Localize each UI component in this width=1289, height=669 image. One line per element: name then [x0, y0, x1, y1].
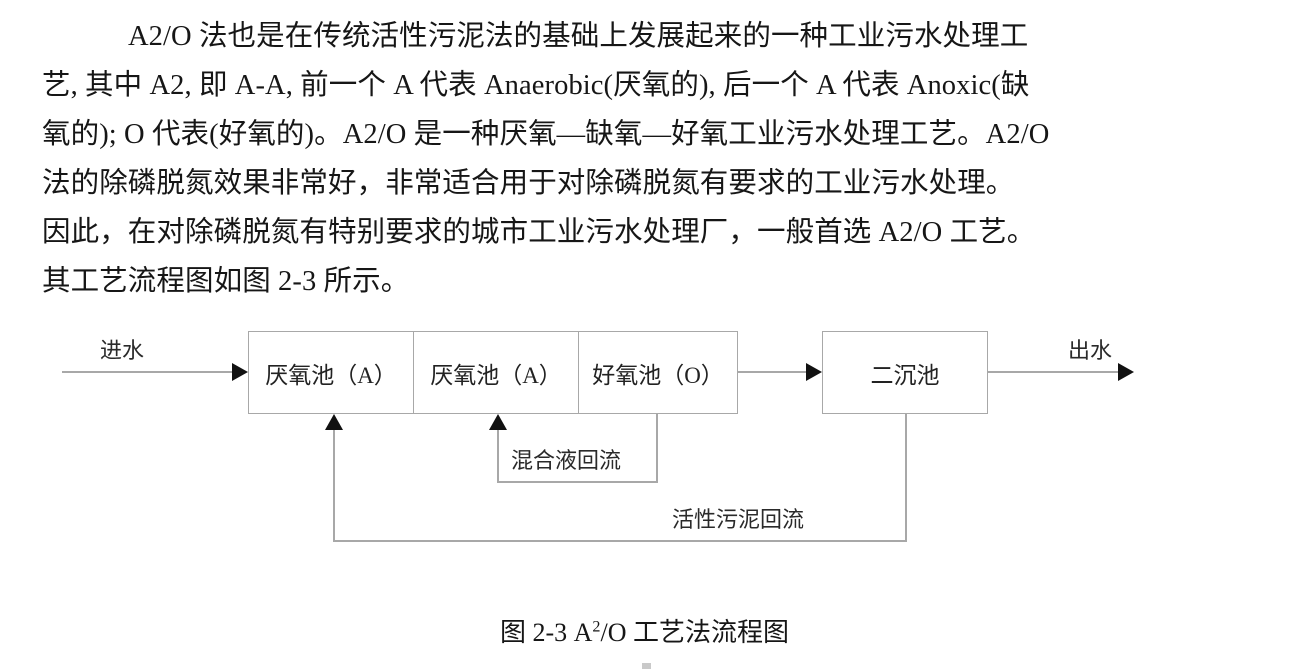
paragraph-line: 艺, 其中 A2, 即 A-A, 前一个 A 代表 Anaerobic(厌氧的)… — [42, 70, 1030, 101]
secondary-clarifier: 二沉池 — [822, 331, 988, 414]
paragraph-line: A2/O 法也是在传统活性污泥法的基础上发展起来的一种工业污水处理工 — [128, 21, 1029, 52]
inlet-label: 进水 — [100, 338, 145, 363]
tank-anaerobic-1: 厌氧池（A） — [248, 331, 414, 414]
tank-label: 厌氧池（A） — [265, 362, 397, 388]
paragraph-line: 氧的); O 代表(好氧的)。A2/O 是一种厌氧—缺氧—好氧工业污水处理工艺。… — [42, 119, 1050, 150]
sludge-return-label: 活性污泥回流 — [672, 507, 805, 532]
clarifier-label: 二沉池 — [870, 362, 940, 388]
paragraph-line: 法的除磷脱氮效果非常好，非常适合用于对除磷脱氮有要求的工业污水处理。 — [42, 168, 1015, 199]
figure-caption: 图 2-3 A2/O 工艺法流程图 — [0, 612, 1289, 649]
outlet-label: 出水 — [1068, 338, 1113, 363]
caption-suffix: /O 工艺法流程图 — [600, 618, 789, 647]
sludge-return-bottom-line — [333, 540, 906, 542]
aerobic-to-clarifier-line — [738, 371, 808, 373]
body-paragraph: A2/O 法也是在传统活性污泥法的基础上发展起来的一种工业污水处理工 艺, 其中… — [42, 12, 1160, 306]
tank-aerobic-3: 好氧池（O） — [578, 331, 738, 414]
outlet-arrow-icon — [1118, 363, 1134, 381]
tank-label: 厌氧池（A） — [430, 362, 562, 388]
tank-label: 好氧池（O） — [592, 362, 724, 388]
outlet-line — [988, 371, 1120, 373]
paragraph-line: 其工艺流程图如图 2-3 所示。 — [42, 266, 410, 297]
paragraph-line: 因此，在对除磷脱氮有特别要求的城市工业污水处理厂，一般首选 A2/O 工艺。 — [42, 217, 1036, 248]
clarifier-inlet-arrow-icon — [806, 363, 822, 381]
mixed-liquor-recycle-label: 混合液回流 — [511, 448, 622, 473]
sludge-return-up-line — [333, 428, 335, 541]
tank-anoxic-2: 厌氧池（A） — [413, 331, 579, 414]
sludge-return-arrow-icon — [325, 414, 343, 430]
mixed-liquor-down-line — [656, 414, 658, 483]
mixed-liquor-arrow-icon — [489, 414, 507, 430]
mixed-liquor-bottom-line — [497, 481, 657, 483]
page-bleed-artifact — [642, 663, 651, 669]
inlet-arrow-icon — [232, 363, 248, 381]
caption-prefix: 图 2-3 A — [499, 618, 593, 647]
inlet-line — [62, 371, 234, 373]
caption-superscript: 2 — [592, 618, 601, 636]
mixed-liquor-up-line — [497, 428, 499, 482]
sludge-return-down-line — [905, 414, 907, 542]
